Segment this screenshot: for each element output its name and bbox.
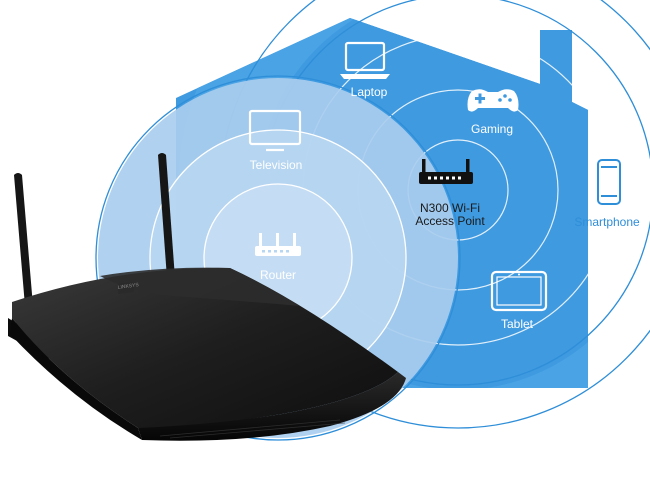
tablet-label: Tablet xyxy=(500,317,534,331)
access-point-label-line2: Access Point xyxy=(415,214,485,228)
gaming-label: Gaming xyxy=(470,122,514,136)
router-icon xyxy=(255,233,301,256)
laptop-label: Laptop xyxy=(350,85,388,99)
gamepad-icon xyxy=(467,89,519,112)
router-top xyxy=(12,267,398,429)
right-antenna xyxy=(158,153,176,294)
access-point-icon xyxy=(419,159,473,184)
access-point-label-line1: N300 Wi-Fi xyxy=(419,201,481,215)
smartphone-icon xyxy=(597,159,621,205)
laptop-icon xyxy=(340,41,390,79)
television-icon xyxy=(248,109,302,152)
television-label: Television xyxy=(249,158,303,172)
smartphone-label: Smartphone xyxy=(574,215,640,229)
tablet-icon xyxy=(490,270,548,312)
left-antenna xyxy=(14,173,34,320)
brand-logo: LINKSYS xyxy=(117,282,139,291)
router-label: Router xyxy=(259,268,297,282)
router-outer-rings xyxy=(95,75,461,441)
linksys-router: LINKSYS xyxy=(8,153,406,441)
router-front xyxy=(138,372,406,441)
